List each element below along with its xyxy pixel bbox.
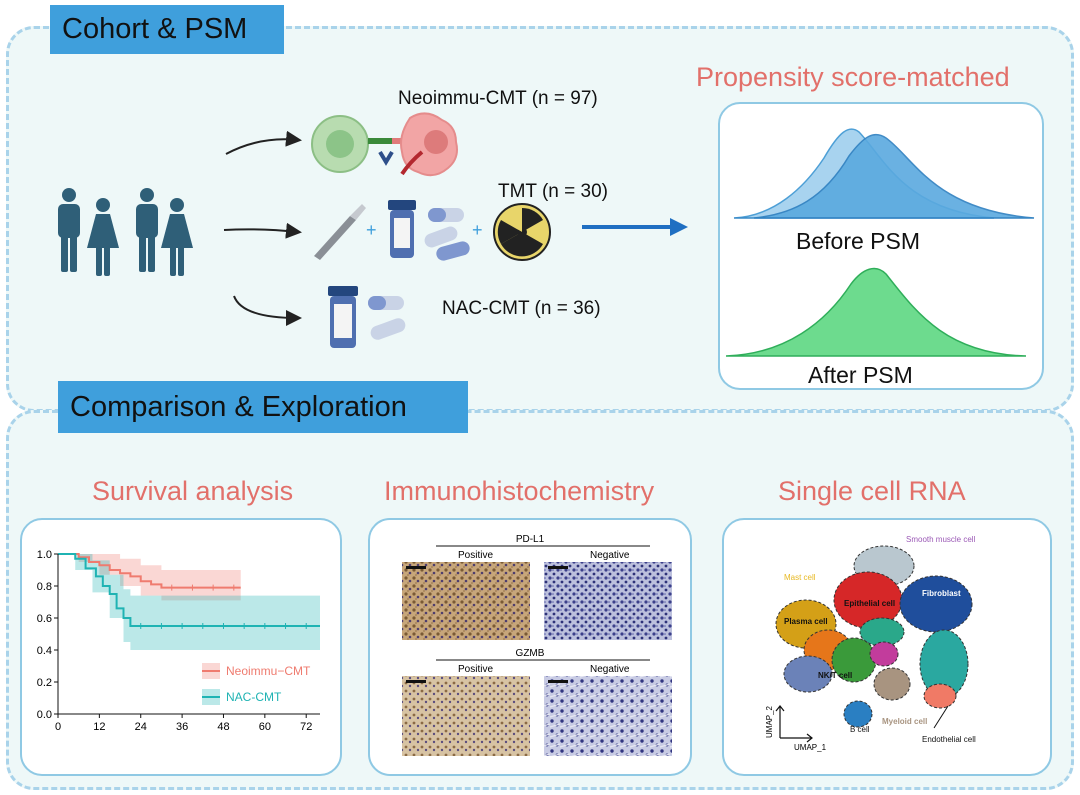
umap-label-bcell: B cell — [850, 725, 870, 734]
km-x-tick-label: 60 — [259, 721, 271, 733]
radiation-icon — [493, 203, 551, 261]
woman-icon — [87, 198, 119, 276]
ihc-marker-gzmb: GZMB — [516, 648, 545, 659]
group-label-neoimmu: Neoimmu-CMT (n = 97) — [398, 88, 598, 109]
km-x-tick-label: 48 — [217, 721, 229, 733]
km-curve-0 — [58, 553, 241, 589]
km-x-tick-label: 0 — [55, 721, 61, 733]
km-legend-label: Neoimmu−CMT — [226, 664, 311, 678]
km-x-tick-label: 72 — [300, 721, 312, 733]
umap-axis-x: UMAP_1 — [794, 743, 827, 752]
ihc-pdl1-positive-image — [402, 562, 530, 640]
group-label-nac: NAC-CMT (n = 36) — [442, 298, 601, 319]
km-x-tick-label: 36 — [176, 721, 188, 733]
umap-cluster-mixed — [859, 617, 905, 647]
chemo-icon — [328, 286, 406, 348]
km-curve-1 — [58, 553, 320, 627]
umap-cluster-nkt-c — [783, 655, 833, 693]
treatment-icons: + + — [314, 200, 551, 261]
umap-plot: Smooth muscle cell Mast cell Epithelial … — [765, 535, 976, 752]
ihc-pdl1-negative-image — [544, 562, 672, 640]
ihc-gzmb-positive-label: Positive — [458, 664, 493, 675]
ihc-marker-pdl1: PD-L1 — [516, 534, 545, 545]
patients-icon — [58, 188, 193, 276]
ihc-title: Immunohistochemistry — [384, 476, 655, 506]
km-y-tick-label: 0.6 — [37, 613, 52, 625]
umap-label-plasma: Plasma cell — [784, 617, 828, 626]
survival-panel — [20, 518, 342, 776]
man-icon — [136, 188, 158, 272]
to-psm-arrow — [582, 218, 688, 236]
survival-title: Survival analysis — [92, 476, 294, 506]
umap-label-mast: Mast cell — [784, 573, 816, 582]
before-psm-label: Before PSM — [796, 228, 920, 254]
km-legend-label: NAC-CMT — [226, 690, 282, 704]
km-ci-band-1 — [58, 554, 320, 650]
before-psm-density — [733, 128, 1035, 219]
km-x-tick-label: 12 — [93, 721, 105, 733]
psm-title: Propensity score-matched — [696, 62, 1010, 92]
umap-cluster-myeloid — [873, 667, 911, 701]
umap-cluster-pink — [869, 641, 899, 667]
immune-cell-icon — [311, 112, 458, 177]
pill-icon — [424, 208, 470, 261]
svg-text:+: + — [366, 220, 377, 240]
comparison-header: Comparison & Exploration — [58, 381, 468, 433]
km-y-tick-label: 0.0 — [37, 709, 52, 721]
km-y-tick-label: 0.4 — [37, 645, 52, 657]
umap-label-epithelial: Epithelial cell — [844, 599, 895, 608]
umap-label-nkt: NK/T cell — [818, 671, 852, 680]
woman-icon — [161, 198, 193, 276]
km-y-tick-label: 1.0 — [37, 549, 52, 561]
scrna-title: Single cell RNA — [778, 476, 966, 506]
ihc-gzmb-negative-image — [544, 676, 672, 756]
umap-cluster-bcell — [843, 700, 873, 728]
umap-axis-y: UMAP_2 — [765, 705, 774, 738]
ihc-pdl1-negative-label: Negative — [590, 550, 630, 561]
man-icon — [58, 188, 80, 272]
km-x-tick-label: 24 — [135, 721, 147, 733]
umap-cluster-salmon — [923, 683, 957, 709]
svg-text:+: + — [472, 220, 483, 240]
ihc-figure: PD-L1 Positive Negative GZMB Positive Ne… — [402, 534, 672, 756]
km-chart: 0 12 24 36 48 60 72 0.0 0.2 0.4 0.6 0.8 1.0Neoimmu−C… — [37, 549, 320, 733]
km-y-tick-label: 0.8 — [37, 581, 52, 593]
cohort-header: Cohort & PSM — [50, 5, 284, 54]
km-y-tick-label: 0.2 — [37, 677, 52, 689]
umap-cluster-fibroblast — [899, 575, 973, 633]
ihc-pdl1-positive-label: Positive — [458, 550, 493, 561]
umap-label-myeloid: Myeloid cell — [882, 717, 927, 726]
umap-axes — [775, 705, 813, 743]
umap-label-fibroblast: Fibroblast — [922, 589, 961, 598]
branch-arrows — [223, 130, 302, 326]
umap-label-endothelial: Endothelial cell — [922, 735, 976, 744]
after-psm-density — [725, 267, 1027, 357]
umap-label-smooth: Smooth muscle cell — [906, 535, 976, 544]
after-psm-label: After PSM — [808, 362, 913, 388]
group-label-tmt: TMT (n = 30) — [498, 181, 608, 202]
ihc-gzmb-negative-label: Negative — [590, 664, 630, 675]
ihc-gzmb-positive-image — [402, 676, 530, 756]
